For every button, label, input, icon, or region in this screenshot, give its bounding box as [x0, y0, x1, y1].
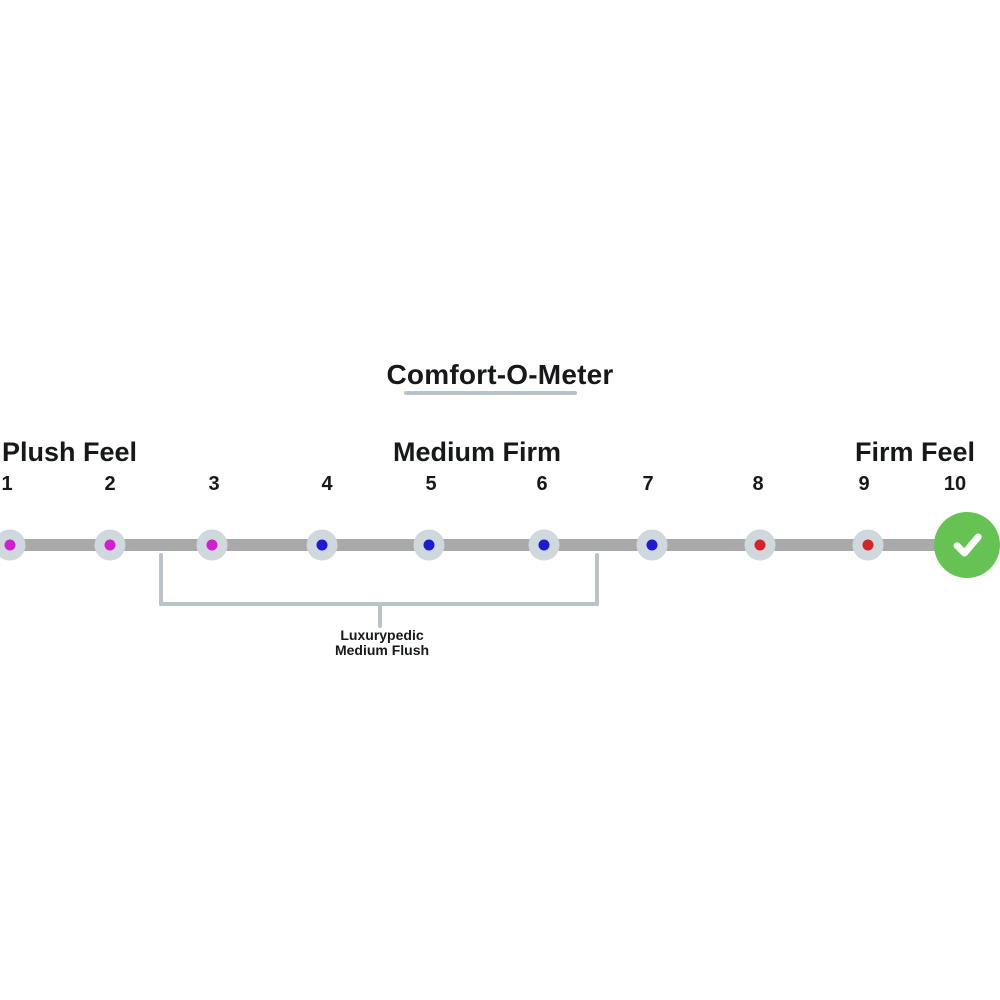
bracket-bottom-line — [159, 602, 599, 606]
scale-tick-1: 1 — [1, 473, 13, 495]
bracket-right-line — [595, 553, 599, 606]
comfort-dot-1 — [0, 529, 26, 561]
dot-core-2 — [104, 539, 116, 551]
firm-feel-label: Firm Feel — [854, 437, 975, 467]
dot-core-1 — [4, 539, 16, 551]
scale-tick-6: 6 — [536, 473, 548, 495]
dot-core-3 — [206, 539, 218, 551]
comfort-dot-4 — [306, 529, 338, 561]
plush-feel-label: Plush Feel — [2, 437, 138, 467]
page-title: Comfort-O-Meter — [386, 359, 614, 390]
scale-tick-7: 7 — [642, 473, 654, 495]
scale-bar — [0, 539, 945, 551]
dot-core-5 — [423, 539, 435, 551]
comfort-dot-8 — [744, 529, 776, 561]
scale-tick-10: 10 — [943, 473, 967, 495]
dot-core-4 — [316, 539, 328, 551]
scale-tick-8: 8 — [752, 473, 764, 495]
selected-position-marker — [934, 512, 1000, 578]
title-underline — [404, 391, 577, 395]
dot-core-9 — [862, 539, 874, 551]
comfort-dot-5 — [413, 529, 445, 561]
comfort-dot-6 — [528, 529, 560, 561]
product-label-line1: Luxurypedic — [340, 627, 424, 643]
comfort-dot-3 — [196, 529, 228, 561]
product-label-line2: Medium Flush — [334, 641, 430, 658]
scale-tick-2: 2 — [104, 473, 116, 495]
check-icon — [953, 533, 982, 557]
medium-firm-label: Medium Firm — [392, 437, 562, 467]
comfort-dot-9 — [852, 529, 884, 561]
dot-core-8 — [754, 539, 766, 551]
product-label: Luxurypedic Medium Flush — [335, 628, 429, 657]
bracket-stem-line — [378, 605, 382, 628]
dot-core-6 — [538, 539, 550, 551]
bracket-left-line — [159, 553, 163, 606]
scale-tick-4: 4 — [321, 473, 333, 495]
comfort-dot-7 — [636, 529, 668, 561]
scale-tick-9: 9 — [858, 473, 870, 495]
comfort-dot-2 — [94, 529, 126, 561]
scale-tick-5: 5 — [425, 473, 437, 495]
scale-tick-3: 3 — [208, 473, 220, 495]
dot-core-7 — [646, 539, 658, 551]
